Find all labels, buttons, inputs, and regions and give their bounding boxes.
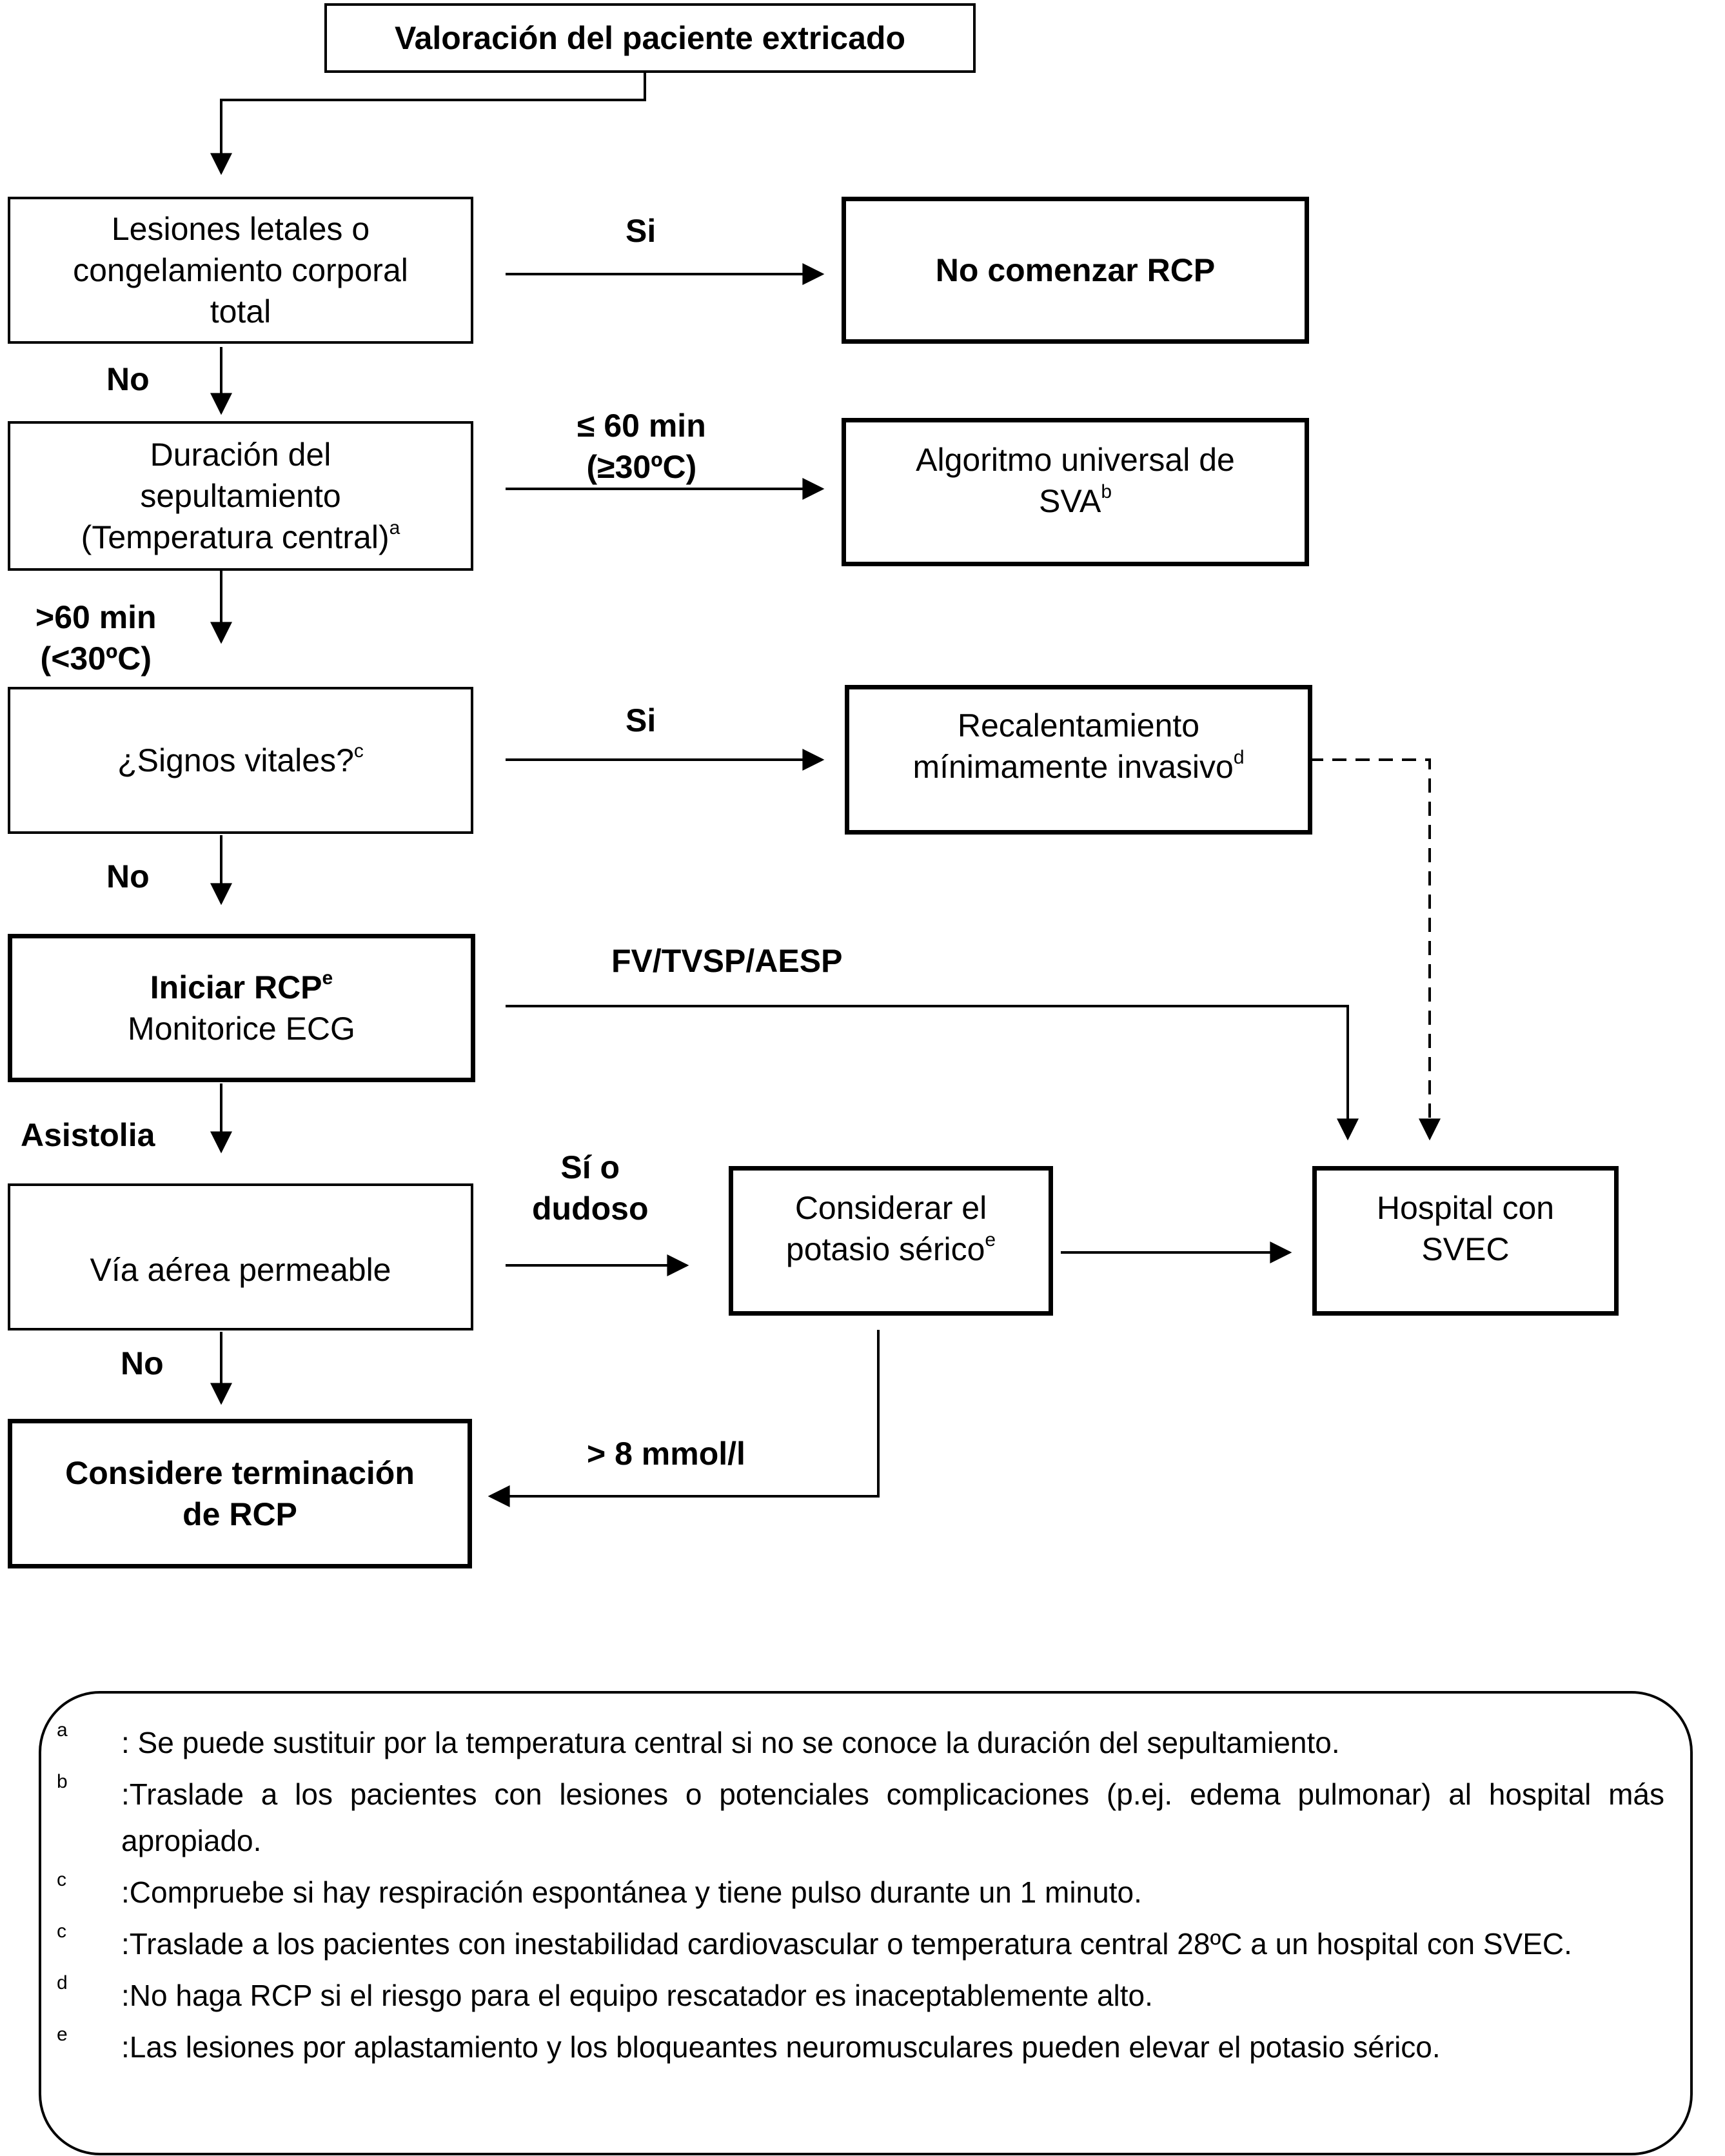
node-burial-line-2: sepultamiento: [140, 478, 341, 514]
node-hospital-line-2: SVEC: [1421, 1231, 1510, 1267]
node-terminate-line-2: de RCP: [182, 1496, 297, 1532]
footnote-d-mark: d: [57, 1972, 68, 1993]
label-yes-line-2: dudoso: [532, 1191, 649, 1227]
footnote-c-2-mark: c: [57, 1920, 66, 1942]
arrow-start-to-lethal: [210, 71, 646, 175]
label-yes-or-doubtful: Sí o dudoso: [532, 1147, 649, 1229]
label-le-60-min-line-1: ≤ 60 min: [577, 408, 706, 444]
footnote-b-text: :Traslade a los pacientes con lesiones o…: [121, 1777, 1664, 1857]
footnotes-panel: a : Se puede sustituir por la temperatur…: [39, 1691, 1693, 2155]
node-vital-signs: ¿Signos vitales?c: [8, 687, 473, 834]
node-terminate-line-1: Considere terminación: [65, 1455, 415, 1491]
node-minimal-rewarming: Recalentamiento mínimamente invasivod: [845, 685, 1312, 835]
footnote-ref-c: c: [353, 740, 364, 762]
node-vitals-text: ¿Signos vitales?: [117, 742, 354, 778]
node-start-text: Valoración del paciente extricado: [395, 20, 905, 56]
footnote-d-text: :No haga RCP si el riesgo para el equipo…: [121, 1979, 1153, 2012]
footnote-e-mark: e: [57, 2023, 68, 2045]
footnote-e-text: :Las lesiones por aplastamiento y los bl…: [121, 2030, 1441, 2064]
arrow-potassium-to-terminate: [488, 1330, 880, 1507]
node-start: Valoración del paciente extricado: [324, 3, 976, 73]
node-universal-line-1: Algoritmo universal de: [916, 442, 1235, 478]
node-airway-patent: Vía aérea permeable: [8, 1183, 473, 1330]
footnote-e: e :Las lesiones por aplastamiento y los …: [57, 2024, 1664, 2070]
label-no-lethal: No: [106, 361, 150, 397]
node-rewarm-line-2: mínimamente invasivo: [912, 749, 1234, 785]
node-hospital-line-1: Hospital con: [1376, 1190, 1555, 1226]
node-ecls-hospital: Hospital con SVEC: [1312, 1166, 1619, 1316]
label-gt-60-min-line-2: (<30ºC): [40, 640, 152, 677]
node-consider-termination: Considere terminación de RCP: [8, 1419, 472, 1568]
node-rewarm-line-1: Recalentamiento: [957, 707, 1200, 744]
node-lethal-line-2: congelamiento corporal: [73, 252, 408, 288]
label-gt-60-min-line-1: >60 min: [35, 599, 157, 635]
label-si-lethal: Si: [626, 213, 656, 249]
node-no-cpr: No comenzar RCP: [842, 197, 1309, 344]
footnote-c-2-text: :Traslade a los pacientes con inestabili…: [121, 1927, 1572, 1961]
footnote-c-text: :Compruebe si hay respiración espontánea…: [121, 1875, 1142, 1909]
node-lethal-line-3: total: [210, 293, 271, 330]
node-potassium-line-1: Considerar el: [794, 1190, 987, 1226]
node-burial-line-3: (Temperatura central): [81, 519, 389, 555]
label-le-60-min: ≤ 60 min (≥30ºC): [577, 405, 706, 488]
label-asystole: Asistolia: [21, 1117, 155, 1153]
footnote-ref-b: b: [1101, 481, 1112, 503]
footnote-ref-d: d: [1233, 747, 1245, 769]
label-le-60-min-line-2: (≥30ºC): [586, 449, 697, 485]
footnote-ref-e: e: [322, 967, 333, 989]
node-burial-duration: Duración del sepultamiento (Temperatura …: [8, 421, 473, 571]
footnote-c-2: c :Traslade a los pacientes con inestabi…: [57, 1921, 1664, 1967]
node-universal-line-2: SVA: [1038, 483, 1101, 519]
node-serum-potassium: Considerar el potasio séricoe: [729, 1166, 1053, 1316]
footnote-a-text: : Se puede sustituir por la temperatura …: [121, 1726, 1340, 1759]
footnote-ref-e-2: e: [985, 1229, 996, 1251]
label-yes-line-1: Sí o: [560, 1149, 620, 1185]
node-monitor-ecg-text: Monitorice ECG: [128, 1011, 355, 1047]
node-no-cpr-text: No comenzar RCP: [935, 252, 1216, 288]
footnote-ref-a: a: [389, 517, 400, 539]
footnote-c: c :Compruebe si hay respiración espontán…: [57, 1869, 1664, 1915]
label-gt-60-min: >60 min (<30ºC): [35, 597, 157, 679]
node-start-cpr-text: Iniciar RCP: [150, 969, 322, 1005]
node-lethal-line-1: Lesiones letales o: [111, 211, 370, 247]
node-potassium-line-2: potasio sérico: [785, 1231, 985, 1267]
node-burial-line-1: Duración del: [150, 437, 331, 473]
node-universal-algorithm: Algoritmo universal de SVAb: [842, 418, 1309, 566]
footnote-c-mark: c: [57, 1868, 66, 1890]
node-lethal-injuries: Lesiones letales o congelamiento corpora…: [8, 197, 473, 344]
node-airway-text: Vía aérea permeable: [90, 1252, 391, 1288]
node-start-cpr: Iniciar RCPe Monitorice ECG: [8, 934, 475, 1082]
label-si-vitals: Si: [626, 702, 656, 738]
footnote-a: a : Se puede sustituir por la temperatur…: [57, 1719, 1664, 1766]
footnote-a-mark: a: [57, 1719, 68, 1741]
footnote-b: b :Traslade a los pacientes con lesiones…: [57, 1771, 1664, 1864]
arrow-startcpr-to-hospital: [506, 1005, 1359, 1141]
label-no-vitals: No: [106, 858, 150, 895]
label-potassium-high: > 8 mmol/l: [587, 1436, 745, 1472]
dashed-arrow-rewarm-to-hospital: [1309, 758, 1441, 1141]
footnote-d: d :No haga RCP si el riesgo para el equi…: [57, 1972, 1664, 2019]
footnote-b-mark: b: [57, 1770, 68, 1792]
label-no-airway: No: [121, 1345, 164, 1381]
label-rhythms: FV/TVSP/AESP: [611, 943, 843, 979]
